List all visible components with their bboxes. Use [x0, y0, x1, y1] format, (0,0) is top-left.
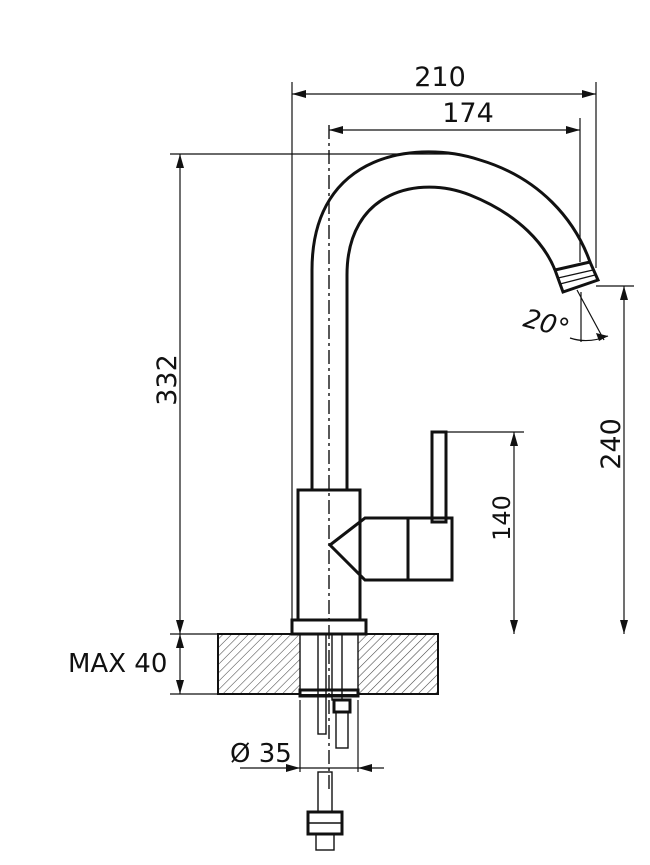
mounting-hardware: [298, 633, 360, 851]
dimension-hole-diameter: Ø 35: [230, 700, 384, 772]
label-swivel-angle: 20°: [520, 304, 572, 345]
dimension-overall-width: 210: [291, 62, 597, 620]
dimension-overall-height: 332: [152, 153, 460, 634]
label-lever-height: 140: [488, 495, 516, 541]
dimension-swivel-angle: 20°: [520, 289, 609, 345]
label-spout-reach: 174: [442, 98, 494, 129]
dimension-max-thickness: MAX 40: [68, 633, 300, 695]
dimension-spout-height: 240: [596, 285, 634, 634]
label-overall-height: 332: [152, 354, 183, 406]
dimension-lever-height: 140: [446, 431, 524, 634]
label-spout-height: 240: [596, 418, 627, 470]
dimension-spout-reach: 174: [329, 98, 581, 262]
label-max-thickness: MAX 40: [68, 649, 167, 679]
label-overall-width: 210: [414, 62, 466, 93]
countertop-section: [217, 633, 439, 695]
label-hole-diameter: Ø 35: [230, 739, 292, 769]
